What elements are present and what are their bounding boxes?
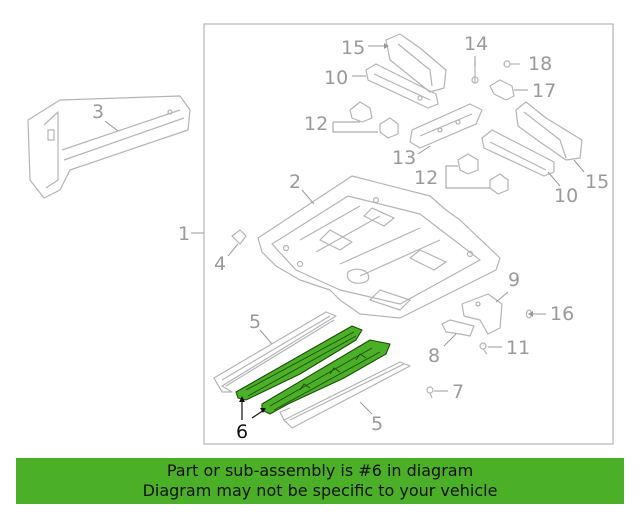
label-17: 17 bbox=[532, 80, 556, 102]
label-9: 9 bbox=[508, 269, 520, 291]
label-5-upper: 5 bbox=[249, 311, 261, 333]
label-18: 18 bbox=[528, 53, 552, 75]
label-12-upper: 12 bbox=[304, 113, 328, 135]
part-5-lower-sill bbox=[279, 361, 411, 429]
label-14: 14 bbox=[464, 33, 488, 55]
label-12-lower: 12 bbox=[414, 167, 438, 189]
label-4: 4 bbox=[214, 253, 226, 275]
part-9-bracket bbox=[461, 293, 503, 335]
label-10-upper: 10 bbox=[324, 67, 348, 89]
part-10-lower bbox=[481, 129, 555, 177]
parts-diagram: 1 2 3 4 5 5 6 7 8 9 10 10 11 12 12 13 14… bbox=[27, 23, 614, 445]
part-17-bracket bbox=[489, 79, 515, 101]
part-4-clip bbox=[231, 229, 247, 245]
part-2-floor-pan bbox=[257, 175, 501, 319]
fitment-notice-line-2: Diagram may not be specific to your vehi… bbox=[142, 481, 498, 500]
label-11: 11 bbox=[506, 337, 530, 359]
part-11-bolt bbox=[479, 342, 488, 355]
part-5-upper-sill bbox=[213, 311, 337, 393]
fitment-notice-line-1: Part or sub-assembly is #6 in diagram bbox=[166, 461, 474, 480]
part-3-side-panel bbox=[27, 95, 191, 199]
assembly-frame bbox=[203, 23, 614, 445]
label-6: 6 bbox=[236, 421, 248, 443]
part-18-clip bbox=[503, 60, 520, 68]
part-15-upper bbox=[385, 33, 447, 93]
label-3: 3 bbox=[92, 101, 104, 123]
label-15-lower: 15 bbox=[585, 171, 609, 193]
part-7-bolt bbox=[426, 386, 434, 399]
part-15-lower bbox=[515, 101, 583, 161]
part-10-upper bbox=[365, 63, 439, 109]
part-8-plate bbox=[441, 319, 475, 337]
label-2: 2 bbox=[289, 171, 301, 193]
part-13-crossmember bbox=[409, 103, 483, 149]
part-6-highlighted-sill-reinforcement bbox=[235, 325, 391, 415]
label-15-upper: 15 bbox=[341, 37, 365, 59]
label-5-lower: 5 bbox=[371, 413, 383, 435]
label-8: 8 bbox=[428, 345, 440, 367]
fitment-notice-banner: Part or sub-assembly is #6 in diagram Di… bbox=[16, 458, 624, 504]
label-10-lower: 10 bbox=[554, 185, 578, 207]
label-7: 7 bbox=[452, 381, 464, 403]
label-1: 1 bbox=[178, 223, 190, 245]
part-6-leader-lower bbox=[251, 409, 265, 419]
label-16: 16 bbox=[550, 303, 574, 325]
part-12-upper-brackets bbox=[349, 101, 399, 139]
label-13: 13 bbox=[392, 147, 416, 169]
